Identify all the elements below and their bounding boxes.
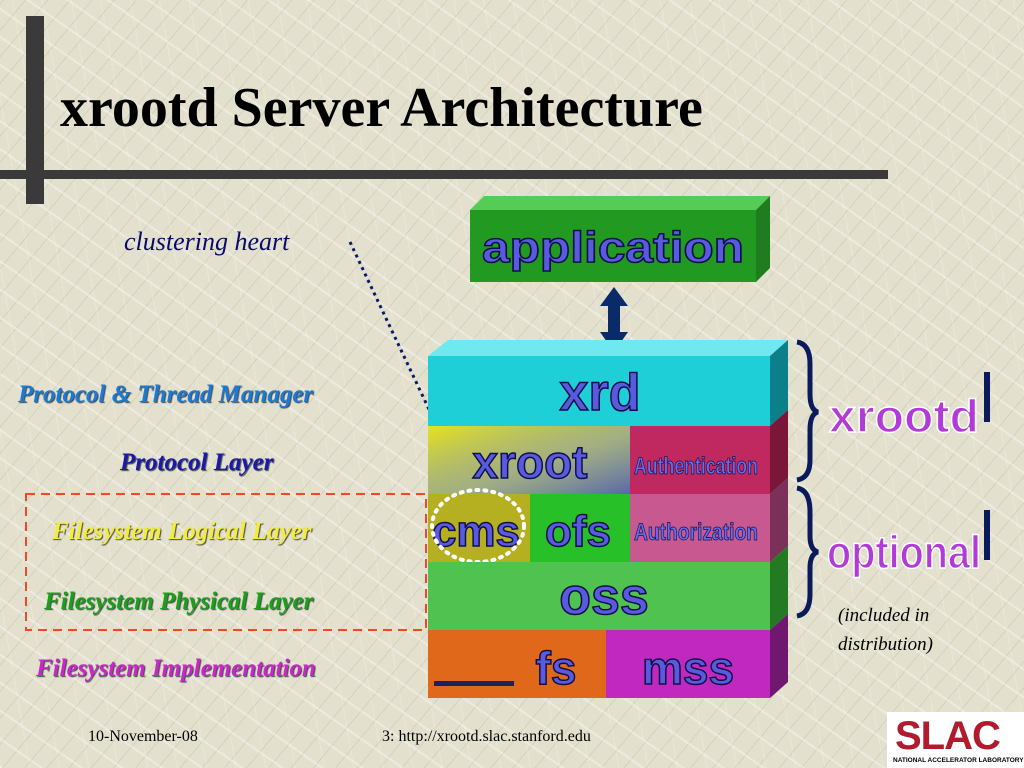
application-text: application xyxy=(482,223,744,272)
authorization-layer xyxy=(630,494,770,562)
title-accent-bar-vertical xyxy=(26,16,44,204)
layer-label-protocol-layer: Protocol Layer xyxy=(120,449,274,476)
optional-label: optional xyxy=(827,526,981,578)
xrootd-label: xrootd xyxy=(829,390,979,442)
xroot-text: xroot xyxy=(473,436,588,488)
authentication-layer xyxy=(630,426,770,494)
mss-layer xyxy=(606,630,770,698)
title-accent-bar-horizontal xyxy=(0,170,888,179)
note-line-2: distribution) xyxy=(838,634,934,655)
xrd-layer xyxy=(428,356,770,426)
ofs-layer xyxy=(530,494,630,562)
xrd-text: xrd xyxy=(560,364,641,422)
optional-brace-icon xyxy=(796,485,819,619)
oss-layer xyxy=(428,562,770,630)
application-box xyxy=(470,210,756,282)
footer-date: 10-November-08 xyxy=(88,728,198,745)
note-line-1: (included in xyxy=(838,605,930,626)
optional-layers-dashed-box xyxy=(25,493,427,631)
layer-label-protocol-thread-manager: Protocol & Thread Manager xyxy=(18,381,314,408)
authorization-text: Authorization xyxy=(634,519,758,546)
footer-page-url: 3: http://xrootd.slac.stanford.edu xyxy=(382,728,591,745)
slac-logo: SLAC NATIONAL ACCELERATOR LABORATORY xyxy=(887,712,1024,768)
layer-label-filesystem-logical: Filesystem Logical Layer xyxy=(52,518,312,545)
cms-text: cms xyxy=(432,507,520,556)
layer-label-filesystem-physical: Filesystem Physical Layer xyxy=(44,588,314,615)
layer-label-filesystem-implementation: Filesystem Implementation xyxy=(36,655,316,682)
slac-logo-subtitle: NATIONAL ACCELERATOR LABORATORY xyxy=(893,757,1024,764)
clustering-heart-label: clustering heart xyxy=(124,227,290,256)
mss-text: mss xyxy=(642,642,734,694)
ofs-text: ofs xyxy=(545,507,611,556)
oss-text: oss xyxy=(559,568,649,626)
slide-title: xrootd Server Architecture xyxy=(60,77,703,139)
slac-logo-text: SLAC xyxy=(895,714,1001,758)
distribution-note: (included in distribution) xyxy=(838,601,933,659)
xrootd-brace-icon xyxy=(796,339,819,483)
fs-text: fs xyxy=(536,642,577,694)
fs-layer xyxy=(428,630,606,698)
authentication-text: Authentication xyxy=(634,453,758,480)
